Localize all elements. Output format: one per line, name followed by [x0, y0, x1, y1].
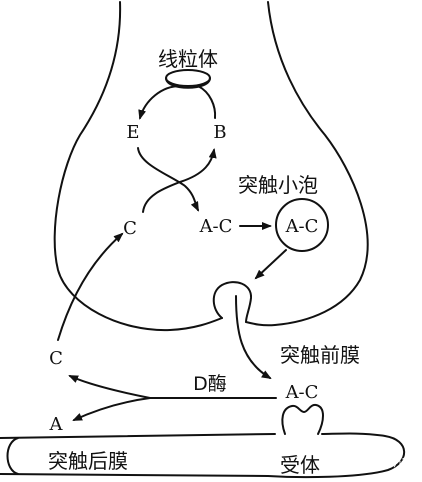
label-c-upper: C: [123, 218, 137, 239]
label-a-left: A: [49, 414, 64, 435]
cycle-arrow-e-to-ac: [137, 147, 199, 212]
mitochondrion: [165, 69, 211, 87]
label-postsynaptic-membrane: 突触后膜: [48, 449, 128, 473]
postsynaptic-membrane-outline: [0, 433, 276, 439]
cycle-arrow-c-to-b: [142, 148, 217, 213]
label-receptor: 受体: [280, 453, 320, 477]
label-ac-middle: A-C: [199, 216, 233, 237]
arrow-d-to-c: [68, 375, 151, 399]
presynaptic-terminal-outline-right: [245, 1, 369, 327]
postsynaptic-membrane-outline-lower: [0, 432, 406, 479]
cycle-arrow-to-b: [197, 85, 217, 119]
label-c-left: C: [49, 348, 63, 369]
label-d-enzyme: D酶: [193, 373, 227, 395]
arrow-release-to-cleft: [235, 295, 272, 380]
postsynaptic-membrane-left-cap: [6, 437, 19, 475]
label-ac-vesicle: A-C: [285, 216, 319, 237]
label-mitochondria: 线粒体: [158, 47, 218, 71]
label-b: B: [213, 122, 226, 143]
mitochondrion-outline: [165, 77, 211, 89]
watermark: 头条 @生物奶爸: [332, 455, 413, 469]
vesicle-fusion-pocket: [212, 281, 253, 323]
synaptic-vesicle: [275, 198, 329, 252]
receptor-shape: [281, 403, 324, 435]
label-ac-cleft: A-C: [285, 382, 319, 403]
arrow-c-reuptake: [57, 232, 124, 341]
label-e: E: [126, 122, 139, 143]
presynaptic-terminal-outline: [53, 1, 223, 332]
label-synaptic-vesicle: 突触小泡: [238, 173, 318, 197]
arrow-d-to-a: [72, 397, 151, 421]
arrow-vesicle-to-membrane: [254, 249, 287, 280]
cycle-arrow-to-e: [138, 85, 181, 120]
label-presynaptic-membrane: 突触前膜: [280, 343, 360, 367]
